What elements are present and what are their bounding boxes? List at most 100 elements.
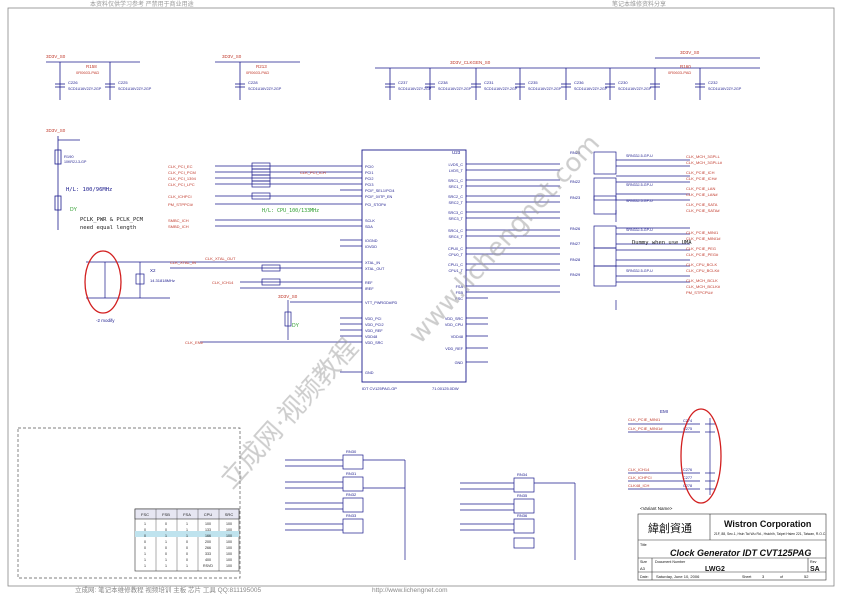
right-wires xyxy=(488,159,690,310)
footer-url-text: http://www.lichengnet.com xyxy=(372,587,448,594)
pin-label: SCLK xyxy=(365,219,375,223)
rev-label: Rev xyxy=(810,560,817,564)
table-cell: 1 xyxy=(165,534,167,538)
mid-pullup xyxy=(284,300,292,340)
rev-value: SA xyxy=(810,566,820,573)
table-header: FSC xyxy=(141,512,149,517)
net-label: CLK_PCIE_MINI1# xyxy=(686,236,721,241)
cap-label: C237 xyxy=(398,80,408,85)
table-cell: 0 xyxy=(165,528,167,532)
dy-label-2: DY xyxy=(292,323,300,329)
pin-label: SRC3_T xyxy=(448,217,463,221)
freq-table-headers: FSC FSB FSA CPU SRC xyxy=(141,512,233,517)
net-label: CLK_PCIE_PEG xyxy=(686,246,716,251)
ic-part: IDT CV125PAG-GP xyxy=(362,386,397,391)
rn-label: RN28 xyxy=(570,257,581,262)
pullup-resistor-val: 10KR2J-3-GP xyxy=(64,160,87,164)
rn-pack-labels: RN25 RN22 RN23 RN26 RN27 RN28 RN29 xyxy=(570,150,581,277)
table-cell: 1 xyxy=(165,558,167,562)
rn-value: SRN33J-5-GP-U xyxy=(626,228,653,232)
rn-value: SRN33J-5-GP-U xyxy=(626,154,653,158)
pin-label: VDD48 xyxy=(451,335,463,339)
table-cell: 1 xyxy=(186,534,188,538)
cap-label: C278 xyxy=(683,484,692,488)
cap-label: C228 xyxy=(248,80,258,85)
rn-label: RN22 xyxy=(570,179,581,184)
cap-label: C235 xyxy=(528,80,538,85)
left-series-resistors xyxy=(170,162,340,343)
rn-value: SRN33J-5-GP-U xyxy=(626,199,653,203)
emi-label: EMI xyxy=(660,409,668,414)
cap-label: C236 xyxy=(574,80,584,85)
ic-right-pins xyxy=(466,163,488,363)
doc-value: LWG2 xyxy=(705,566,725,573)
table-cell: 266 xyxy=(205,546,211,550)
note-6: -2 modify xyxy=(96,318,115,323)
table-cell: 0 xyxy=(144,546,146,550)
net-label: CLK_MCH_BCLK# xyxy=(686,284,721,289)
table-cell: 0 xyxy=(165,546,167,550)
cap-value: SCD1U16V2ZY-2GP xyxy=(68,87,102,91)
cap-label: C232 xyxy=(708,80,718,85)
pin-label: SRC4_T xyxy=(448,235,463,239)
doc-label: Document Number xyxy=(655,560,686,564)
pin-label: VDD_REF xyxy=(445,347,463,351)
cap-label: C275 xyxy=(683,427,692,431)
pin-label: VDD_SRC xyxy=(365,341,383,345)
rn-label: RN31 xyxy=(346,471,357,476)
table-cell: 0 xyxy=(165,522,167,526)
freq-table xyxy=(134,508,240,572)
size-label: Size xyxy=(640,560,647,564)
table-cell: 0 xyxy=(144,528,146,532)
note-5: Dummy when use UMA xyxy=(632,240,692,246)
rail-top-mid2: 3D3V_CLKGEN_S0 xyxy=(450,60,491,65)
table-cell: 100 xyxy=(226,522,232,526)
net-label: CLK_PCIE_MINI1 xyxy=(686,230,719,235)
dashed-box xyxy=(17,427,241,579)
rn-label: RN35 xyxy=(517,493,528,498)
pin-label: GND xyxy=(455,361,464,365)
note-2: PCLK_PWR & PCLK_PCM xyxy=(80,217,144,223)
net-label: CLK_MCH_BCLK xyxy=(686,278,718,283)
pin-label: PCIF_SEL1/PCI4 xyxy=(365,189,395,193)
note-4: H/L: CPU_100/133MHz xyxy=(262,208,319,214)
pin-label: LVDS_C xyxy=(449,163,464,167)
table-cell: 1 xyxy=(144,564,146,568)
crystal-area xyxy=(86,261,170,299)
ic-left-pin-labels: PCI0 PCI1 PCI2 PCI3 PCIF_SEL1/PCI4 PCIF_… xyxy=(365,165,398,375)
note-3: need equal length xyxy=(80,225,136,231)
pin-label: SDA xyxy=(365,225,373,229)
net-label: CLK_PCIE_PEG# xyxy=(686,252,719,257)
pin-label: SRC1_T xyxy=(448,185,463,189)
cap-value: SCD1U16V2ZY-2GP xyxy=(708,87,742,91)
rn-label: RN32 xyxy=(346,492,357,497)
pin-label: SRC2_T xyxy=(448,201,463,205)
pin-label: CPU0_C xyxy=(448,247,463,251)
of-label: of xyxy=(780,575,783,579)
ic-left-pins xyxy=(340,165,362,373)
rail-bottom-mid: 3D3V_S0 xyxy=(278,294,298,299)
pin-label: XTAL_OUT xyxy=(365,267,385,271)
cap-value: SCD1U16V2ZY-2GP xyxy=(438,87,472,91)
net-label: CLK_MCH_3GPLL# xyxy=(686,160,723,165)
emi-highlight xyxy=(680,408,722,504)
cap-value: SCD1U16V2ZY-2GP xyxy=(618,87,652,91)
net-label: CLK48_ICH xyxy=(628,483,649,488)
cap-value: SCD1U16V2ZY-2GP xyxy=(248,87,282,91)
pin-label: VTT_PWRGD#/PD xyxy=(365,301,398,305)
net-label: CLK_CPU_BCLK# xyxy=(686,268,720,273)
cap-label: C230 xyxy=(618,80,628,85)
pin-label: IOGND xyxy=(365,239,378,243)
net-label: CLK_PCI_LPC xyxy=(168,182,195,187)
cap-label: C276 xyxy=(683,468,692,472)
pin-label: SRC3_C xyxy=(448,211,463,215)
cap-value: SCD1U16V2ZY-2GP xyxy=(484,87,518,91)
rn-label: RN33 xyxy=(346,513,357,518)
table-cell: 0 xyxy=(165,552,167,556)
table-cell: 100 xyxy=(226,540,232,544)
rn-label: RN30 xyxy=(346,449,357,454)
r-top-left: R158 xyxy=(86,64,97,69)
table-cell: 333 xyxy=(205,552,211,556)
pin-label: LVDS_T xyxy=(449,169,464,173)
